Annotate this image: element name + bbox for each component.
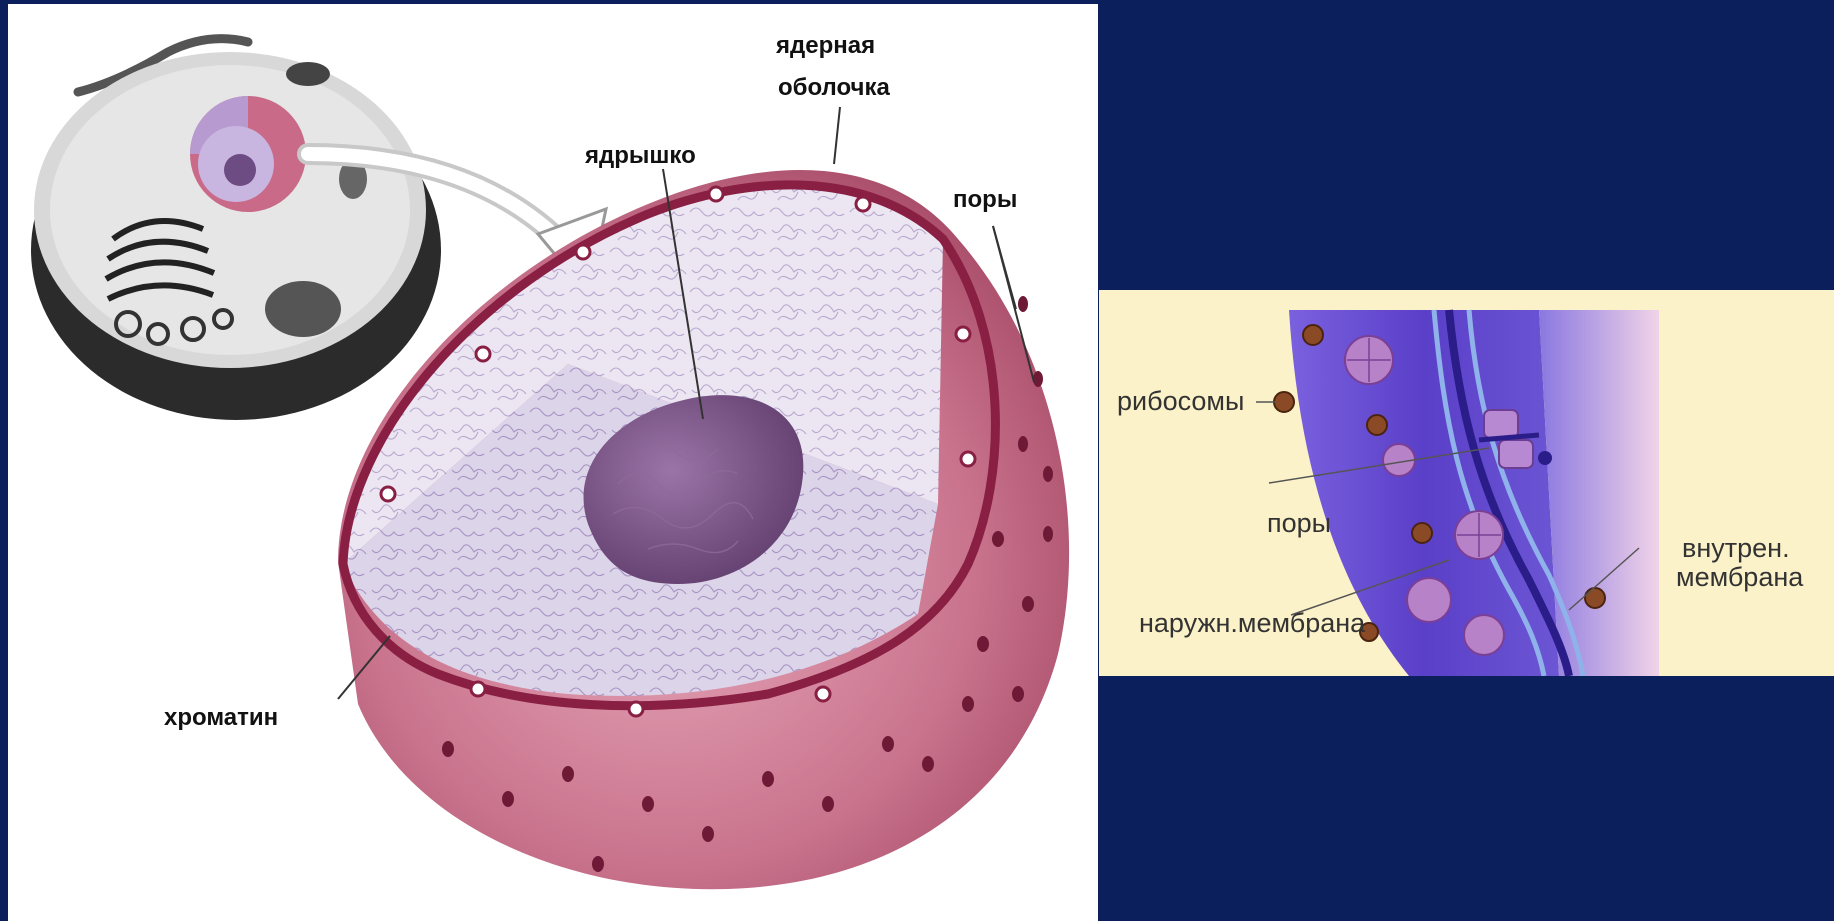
label-inner-membrane-1: внутрен. [1682, 533, 1790, 564]
membrane-detail-panel: рибосомы поры внутрен. мембрана наружн.м… [1099, 290, 1834, 676]
label-nuclear-envelope-2: оболочка [778, 74, 890, 102]
nucleus-diagram-panel: ядерная оболочка ядрышко поры хроматин [8, 4, 1098, 921]
label-outer-membrane: наружн.мембрана [1139, 608, 1365, 639]
label-chromatin: хроматин [164, 704, 278, 732]
label-ribosomes: рибосомы [1117, 386, 1244, 417]
label-nucleolus: ядрышко [585, 142, 696, 170]
label-inner-membrane-2: мембрана [1676, 562, 1803, 593]
nucleus-cutaway [338, 170, 1069, 889]
label-pores-left: поры [953, 186, 1017, 214]
label-pores-right: поры [1267, 508, 1331, 539]
cell-overview [31, 39, 441, 420]
label-nuclear-envelope-1: ядерная [776, 32, 875, 60]
nucleus-illustration [8, 4, 1098, 921]
